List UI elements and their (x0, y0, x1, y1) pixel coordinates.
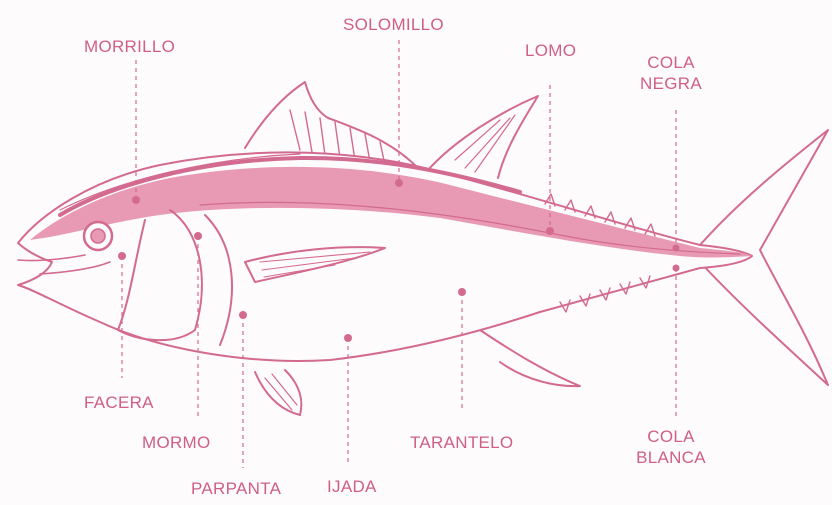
label-facera: FACERA (84, 392, 154, 413)
label-cola-blanca: COLA BLANCA (630, 426, 712, 468)
label-cola-blanca-line1: COLA (630, 426, 712, 447)
label-solomillo: SOLOMILLO (343, 14, 444, 35)
point-cola-blanca (673, 265, 680, 272)
point-lomo (546, 227, 554, 235)
label-parpanta: PARPANTA (191, 478, 281, 499)
label-cola-negra-line2: NEGRA (632, 73, 710, 94)
point-ijada (344, 334, 352, 342)
label-tarantelo: TARANTELO (410, 432, 513, 453)
point-facera (118, 252, 126, 260)
label-ijada: IJADA (327, 476, 377, 497)
label-cola-blanca-line2: BLANCA (630, 447, 712, 468)
label-mormo: MORMO (142, 432, 211, 453)
label-morrillo: MORRILLO (84, 36, 175, 57)
label-cola-negra: COLA NEGRA (632, 52, 710, 94)
pelvic-fin (255, 370, 301, 415)
point-solomillo (395, 179, 403, 187)
point-cola-negra (673, 245, 680, 252)
label-lomo: LOMO (525, 40, 576, 61)
point-morrillo (132, 196, 140, 204)
point-parpanta (239, 311, 247, 319)
label-cola-negra-line1: COLA (632, 52, 710, 73)
point-mormo (194, 232, 202, 240)
second-dorsal-fin (428, 96, 538, 178)
point-tarantelo (458, 288, 466, 296)
anal-fin (480, 330, 580, 386)
